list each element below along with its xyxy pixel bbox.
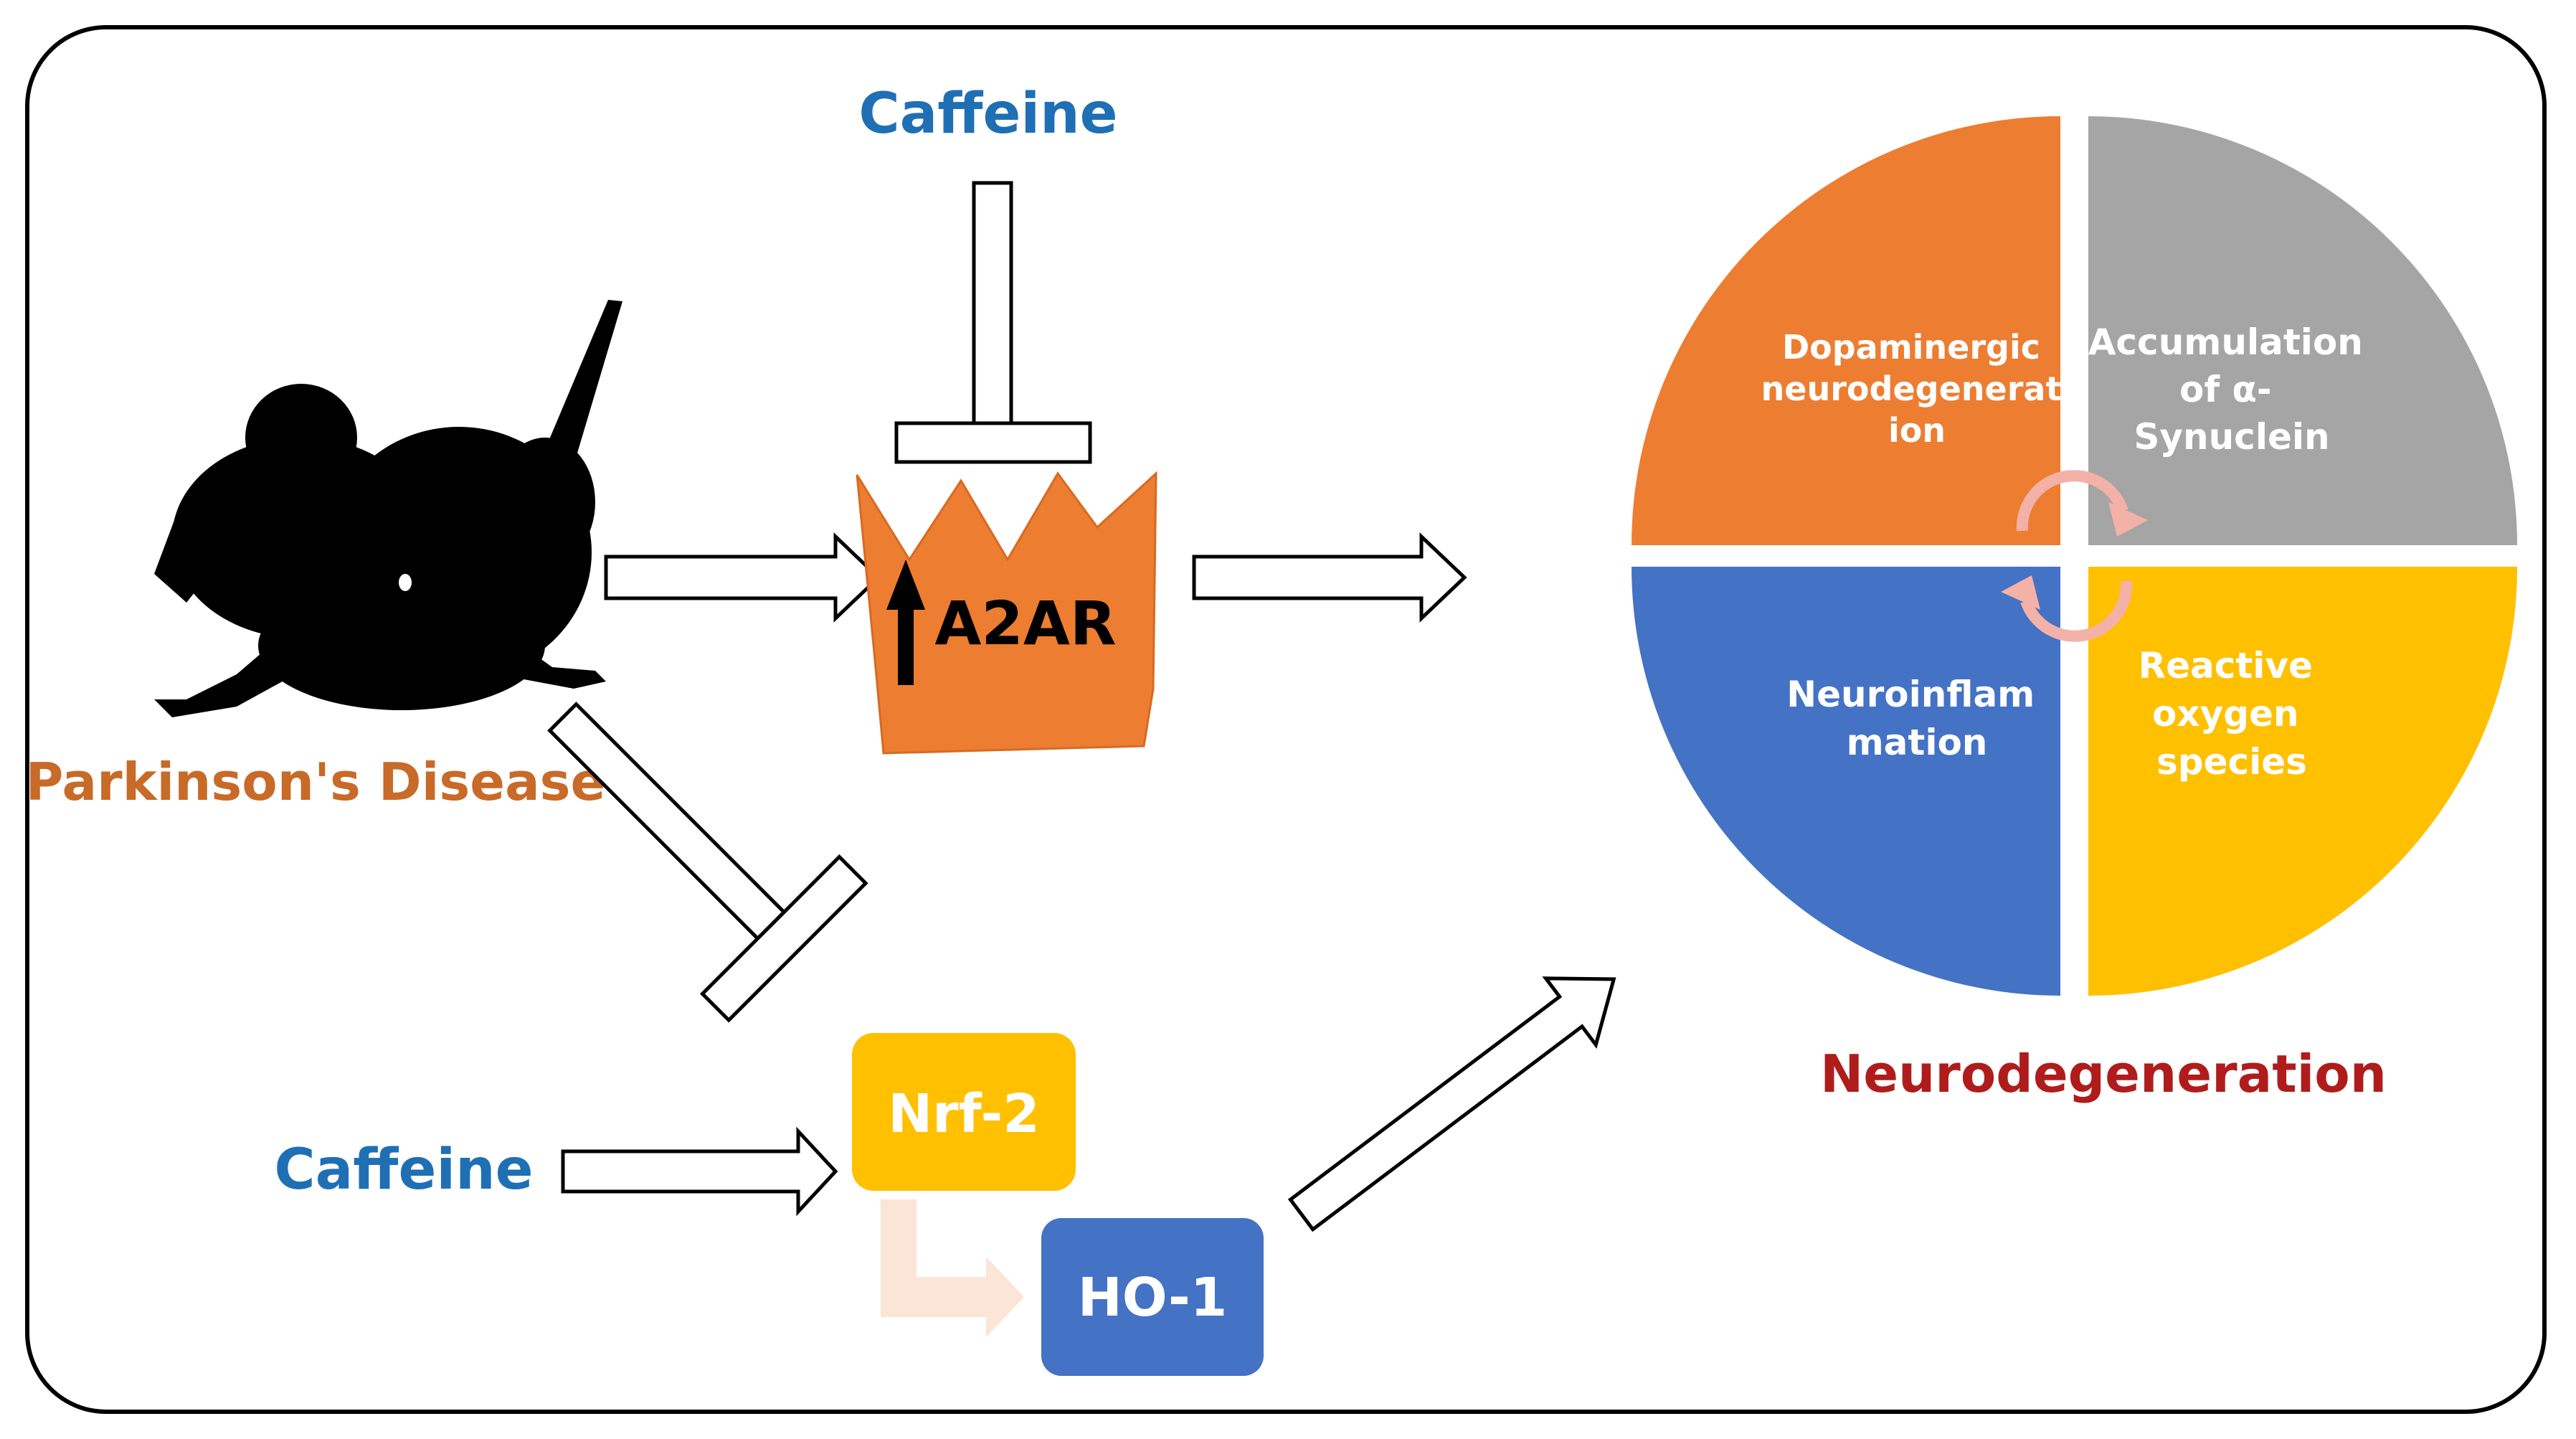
- a2ar-label: A2AR: [934, 588, 1116, 659]
- quadrant-dopaminergic-label: Dopaminergic neurodegenerat ion: [1761, 328, 2073, 450]
- arrow-caffeine-to-nrf2: [561, 1126, 838, 1217]
- nrf2-to-ho1-connector: [881, 1199, 1024, 1337]
- quadrant-ros-label: Reactive oxygen species: [2139, 645, 2326, 783]
- caffeine-inhibit-stem: [972, 181, 1013, 425]
- neurodegeneration-circle: [1632, 116, 2517, 996]
- quadrant-neuroinflammation: [1632, 567, 2060, 996]
- up-arrow-icon: [886, 560, 925, 610]
- quadrant-neuroinflammation-label: Neuroinflam mation: [1786, 674, 2047, 763]
- quadrant-dopaminergic: [1632, 116, 2060, 545]
- quadrant-synuclein: [2088, 116, 2517, 545]
- ho1-label: HO-1: [1078, 1267, 1227, 1329]
- arrow-ho1-to-neurodegeneration: [1287, 976, 1616, 1232]
- caffeine-bottom-label: Caffeine: [274, 1138, 533, 1202]
- caffeine-top-label: Caffeine: [858, 82, 1117, 146]
- cycle-arrowhead-left: [2001, 575, 2040, 610]
- ho1-box: [1041, 1218, 1264, 1376]
- caffeine-inhibit-bar: [894, 421, 1092, 464]
- up-arrow-stem: [898, 606, 914, 685]
- parkinsons-label: Parkinson's Disease: [26, 752, 606, 812]
- nrf2-label: Nrf-2: [888, 1083, 1040, 1145]
- mouse-silhouette-icon: [154, 300, 622, 717]
- a2ar-receptor: [856, 471, 1157, 755]
- arrow-a2ar-to-neurodegeneration: [1192, 532, 1467, 623]
- pd-inhibits-nrf2: [547, 702, 868, 1023]
- nrf2-box: [852, 1033, 1076, 1191]
- cycle-arrowhead-right: [2108, 502, 2148, 537]
- quadrant-synuclein-label: Accumulation of α- Synuclein: [2088, 321, 2376, 458]
- quadrant-ros: [2088, 567, 2517, 996]
- neurodegeneration-label: Neurodegeneration: [1820, 1044, 2387, 1104]
- arrow-mouse-to-a2ar: [604, 532, 881, 623]
- cycle-arrows-icon: [2016, 470, 2133, 642]
- mouse-eye: [399, 574, 412, 591]
